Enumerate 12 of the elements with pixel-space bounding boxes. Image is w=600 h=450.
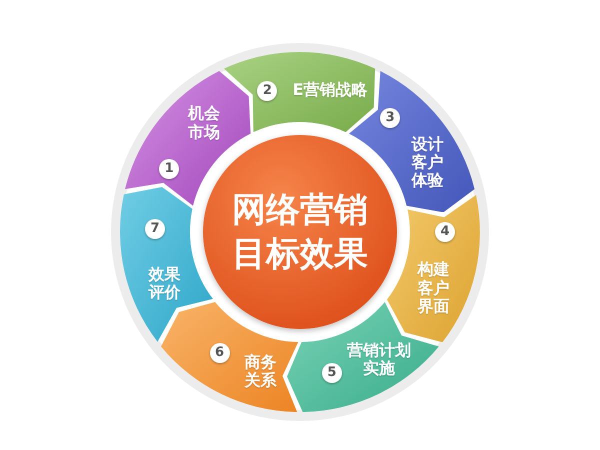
- step-label: 机会市场: [187, 104, 222, 142]
- step-label: E营销战略: [292, 80, 369, 100]
- arrow-segment: [387, 194, 480, 342]
- arrow-segment: [161, 302, 298, 412]
- step-label: 营销计划实施: [346, 341, 412, 378]
- step-label: 效果评价: [147, 265, 182, 302]
- step-label: 商务关系: [244, 353, 278, 390]
- arrow-segment: [120, 187, 213, 342]
- step-label: 设计客户体验: [410, 135, 444, 190]
- center-title: 网络营销目标效果: [231, 188, 369, 276]
- arrow-segment: [224, 52, 376, 132]
- step-label: 构建客户界面: [416, 260, 451, 316]
